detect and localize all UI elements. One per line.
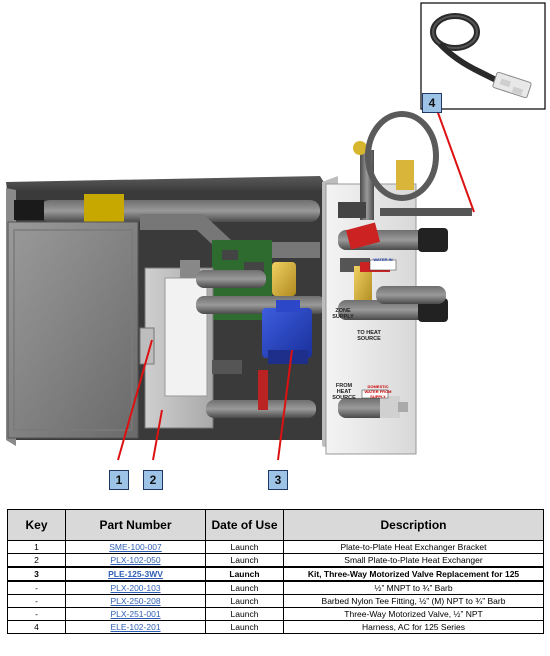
parts-table: Key Part Number Date of Use Description … <box>7 509 544 634</box>
row-description: Kit, Three-Way Motorized Valve Replaceme… <box>283 566 544 582</box>
row-date: Launch <box>205 607 284 621</box>
row-description: Harness, AC for 125 Series <box>283 620 544 634</box>
leader-line-2 <box>152 409 163 461</box>
part-number-link[interactable]: PLX-200-103 <box>110 583 161 593</box>
callout-1: 1 <box>109 470 129 490</box>
header-part-number: Part Number <box>65 509 206 541</box>
callout-2: 2 <box>143 470 163 490</box>
from-heat-source-label: FROM HEAT SOURCE <box>332 383 356 401</box>
row-key: 2 <box>7 553 66 568</box>
row-key: - <box>7 594 66 608</box>
leader-line-4 <box>436 109 475 213</box>
row-description: ½” MNPT to ¾” Barb <box>283 580 544 595</box>
part-number-link[interactable]: PLE-125-3WV <box>108 569 163 579</box>
leader-line-1 <box>117 339 153 461</box>
equipment-illustration <box>6 2 546 461</box>
table-row: 4 ELE-102-201 Launch Harness, AC for 125… <box>7 620 544 634</box>
motorized-valve <box>262 308 312 358</box>
callout-4: 4 <box>422 93 442 113</box>
row-description: Plate-to-Plate Heat Exchanger Bracket <box>283 540 544 554</box>
row-date: Launch <box>205 594 284 608</box>
part-number-link[interactable]: PLX-250-208 <box>110 596 161 606</box>
row-date: Launch <box>205 620 284 634</box>
water-in-label: WATER IN <box>373 257 393 262</box>
harness-cable-image <box>430 13 532 99</box>
table-row: - PLX-250-208 Launch Barbed Nylon Tee Fi… <box>7 594 544 608</box>
leader-line-3 <box>277 349 293 461</box>
row-key: - <box>7 607 66 621</box>
row-key: 1 <box>7 540 66 554</box>
callout-3: 3 <box>268 470 288 490</box>
table-row: 2 PLX-102-050 Launch Small Plate-to-Plat… <box>7 553 544 568</box>
part-number-link[interactable]: PLX-251-001 <box>110 609 161 619</box>
table-row-highlighted: 3 PLE-125-3WV Launch Kit, Three-Way Moto… <box>7 566 544 582</box>
table-header-row: Key Part Number Date of Use Description <box>7 509 544 541</box>
brass-fitting <box>272 262 296 296</box>
domestic-water-label: DOMESTIC WATER FROM SUPPLY <box>364 384 392 399</box>
header-key: Key <box>7 509 66 541</box>
table-row: 1 SME-100-007 Launch Plate-to-Plate Heat… <box>7 540 544 554</box>
to-heat-source-label: TO HEAT SOURCE <box>357 330 381 342</box>
row-date: Launch <box>205 553 284 568</box>
part-number-link[interactable]: ELE-102-201 <box>110 622 161 632</box>
row-description: Barbed Nylon Tee Fitting, ½” (M) NPT to … <box>283 594 544 608</box>
panel-ports <box>338 111 472 418</box>
zone-supply-label: ZONE SUPPLY <box>332 308 354 320</box>
table-row: - PLX-251-001 Launch Three-Way Motorized… <box>7 607 544 621</box>
header-description: Description <box>283 509 544 541</box>
row-key: 3 <box>7 566 66 582</box>
row-description: Three-Way Motorized Valve, ½” NPT <box>283 607 544 621</box>
table-row: - PLX-200-103 Launch ½” MNPT to ¾” Barb <box>7 580 544 595</box>
row-key: - <box>7 580 66 595</box>
row-date: Launch <box>205 540 284 554</box>
row-key: 4 <box>7 620 66 634</box>
row-description: Small Plate-to-Plate Heat Exchanger <box>283 553 544 568</box>
part-number-link[interactable]: PLX-102-050 <box>110 555 161 565</box>
product-figure: ZONE SUPPLY TO HEAT SOURCE FROM HEAT SOU… <box>6 2 546 490</box>
part-number-link[interactable]: SME-100-007 <box>109 542 162 552</box>
heat-exchanger-bracket <box>7 221 139 439</box>
row-date: Launch <box>205 580 284 595</box>
row-date: Launch <box>205 566 284 582</box>
header-date-of-use: Date of Use <box>205 509 284 541</box>
